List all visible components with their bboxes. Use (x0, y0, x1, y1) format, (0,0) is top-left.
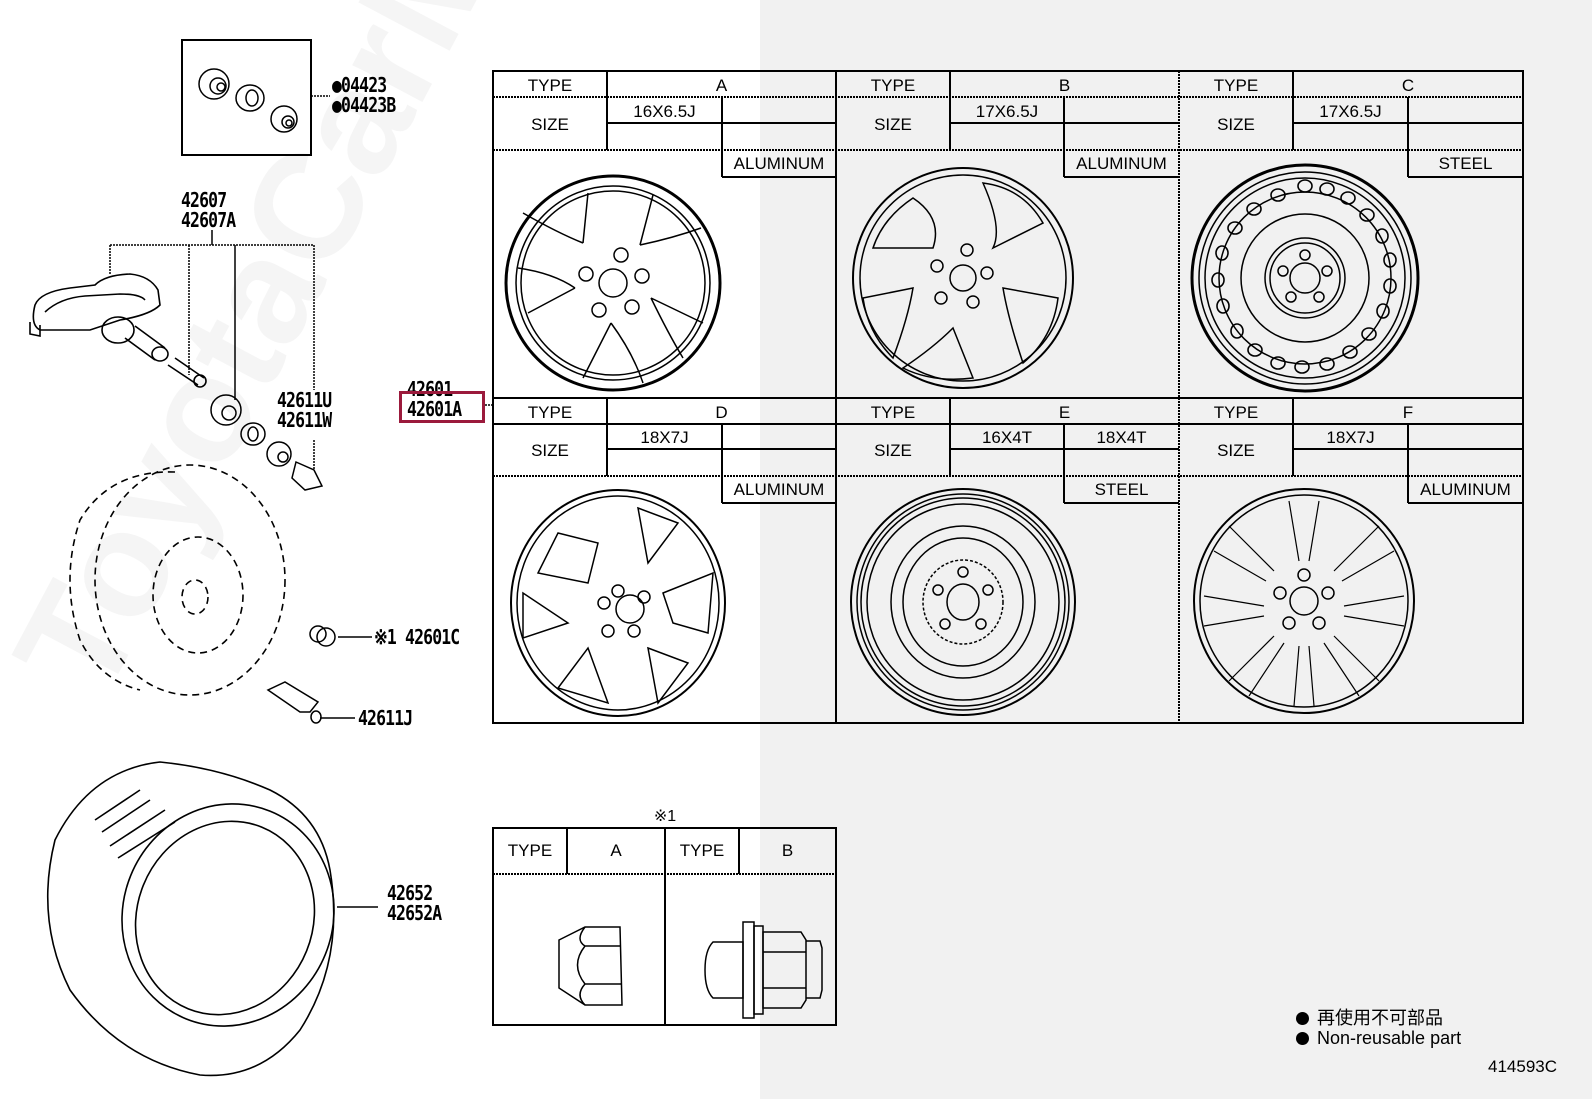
material-c: STEEL (1438, 154, 1493, 173)
material-a: ALUMINUM (733, 154, 825, 173)
type-label-a: TYPE (527, 76, 573, 95)
disc-wheel-dashed-icon (69, 464, 286, 696)
material-b: ALUMINUM (1076, 154, 1167, 173)
non-reusable-dot-icon: ● (332, 73, 342, 97)
type-value-d: D (715, 403, 728, 422)
nut-type-label-a: TYPE (507, 841, 553, 860)
size-label-c: SIZE (1217, 115, 1255, 134)
grommet-icon (210, 394, 242, 426)
size-value-e-2: 18X4T (1096, 428, 1147, 447)
material-e: STEEL (1094, 480, 1149, 499)
type-label-c: TYPE (1213, 76, 1259, 95)
callout-tpms-sensor[interactable]: 42607 42607A (181, 188, 236, 232)
nut-type-value-b: B (781, 841, 794, 860)
valve-core-kit-icon (198, 68, 298, 133)
type-label-f: TYPE (1213, 403, 1259, 422)
wheel-b-drawing (852, 167, 1074, 389)
type-value-e: E (1058, 403, 1071, 422)
callout-valve-core-set[interactable]: ●04423 ●04423B (332, 73, 396, 117)
valve-stem-icon (266, 681, 322, 724)
washer-icon (240, 422, 266, 446)
valve-cap-icon (291, 460, 324, 491)
size-label-e: SIZE (874, 441, 912, 460)
callout-valve[interactable]: 42611J (358, 706, 413, 730)
hub-nut-type-a-drawing (558, 926, 623, 1006)
nut-type-value-a: A (610, 841, 622, 860)
wheel-a-drawing (504, 174, 722, 392)
bullet-dot-icon (1296, 1012, 1309, 1025)
type-label-e: TYPE (870, 403, 916, 422)
nut-table-grid (492, 827, 837, 1026)
size-value-b: 17X6.5J (975, 102, 1039, 121)
size-value-d: 18X7J (640, 428, 689, 447)
type-value-c: C (1401, 76, 1415, 95)
non-reusable-dot-icon: ● (332, 93, 342, 117)
material-f: ALUMINUM (1420, 480, 1511, 499)
selected-part-highlight (399, 391, 485, 423)
nut-type-label-b: TYPE (679, 841, 725, 860)
callout-hub-nut[interactable]: ※1 42601C (374, 625, 460, 649)
size-label-d: SIZE (531, 441, 569, 460)
wheel-f-drawing (1193, 488, 1415, 714)
size-value-a: 16X6.5J (633, 102, 696, 121)
size-value-f: 18X7J (1326, 428, 1375, 447)
tire-icon (46, 761, 335, 1077)
size-label-b: SIZE (874, 115, 912, 134)
size-label-f: SIZE (1217, 441, 1255, 460)
wheel-e-drawing (850, 488, 1076, 716)
wheel-table-grid (492, 70, 1524, 724)
hub-nut-type-b-drawing (704, 921, 823, 1019)
material-d: ALUMINUM (733, 480, 825, 499)
valve-core-kit-box (181, 39, 312, 156)
type-value-b: B (1058, 76, 1071, 95)
type-value-a: A (715, 76, 728, 95)
size-label-a: SIZE (531, 115, 569, 134)
nut-table-note: ※1 (653, 808, 677, 825)
type-label-b: TYPE (870, 76, 916, 95)
callout-valve-cap[interactable]: 42611U 42611W (277, 388, 332, 432)
wheel-c-drawing (1190, 163, 1420, 393)
nut-icon (266, 441, 292, 467)
callout-disc-wheel[interactable]: 42601 42601A (407, 377, 462, 421)
figure-number: 414593C (1488, 1057, 1558, 1076)
background-gray-region (760, 0, 1592, 1099)
legend-item-en: Non-reusable part (1296, 1028, 1461, 1049)
bullet-dot-icon (1296, 1032, 1309, 1045)
tpms-sensor-icon (29, 273, 207, 388)
size-value-c: 17X6.5J (1319, 102, 1382, 121)
size-value-e-1: 16X4T (981, 428, 1033, 447)
type-label-d: TYPE (527, 403, 573, 422)
hub-nut-small-icon (309, 625, 336, 647)
callout-tire[interactable]: 42652 42652A (387, 881, 442, 925)
wheel-d-drawing (510, 489, 726, 717)
legend-item-jp: 再使用不可部品 (1296, 1004, 1443, 1030)
type-value-f: F (1402, 403, 1414, 422)
